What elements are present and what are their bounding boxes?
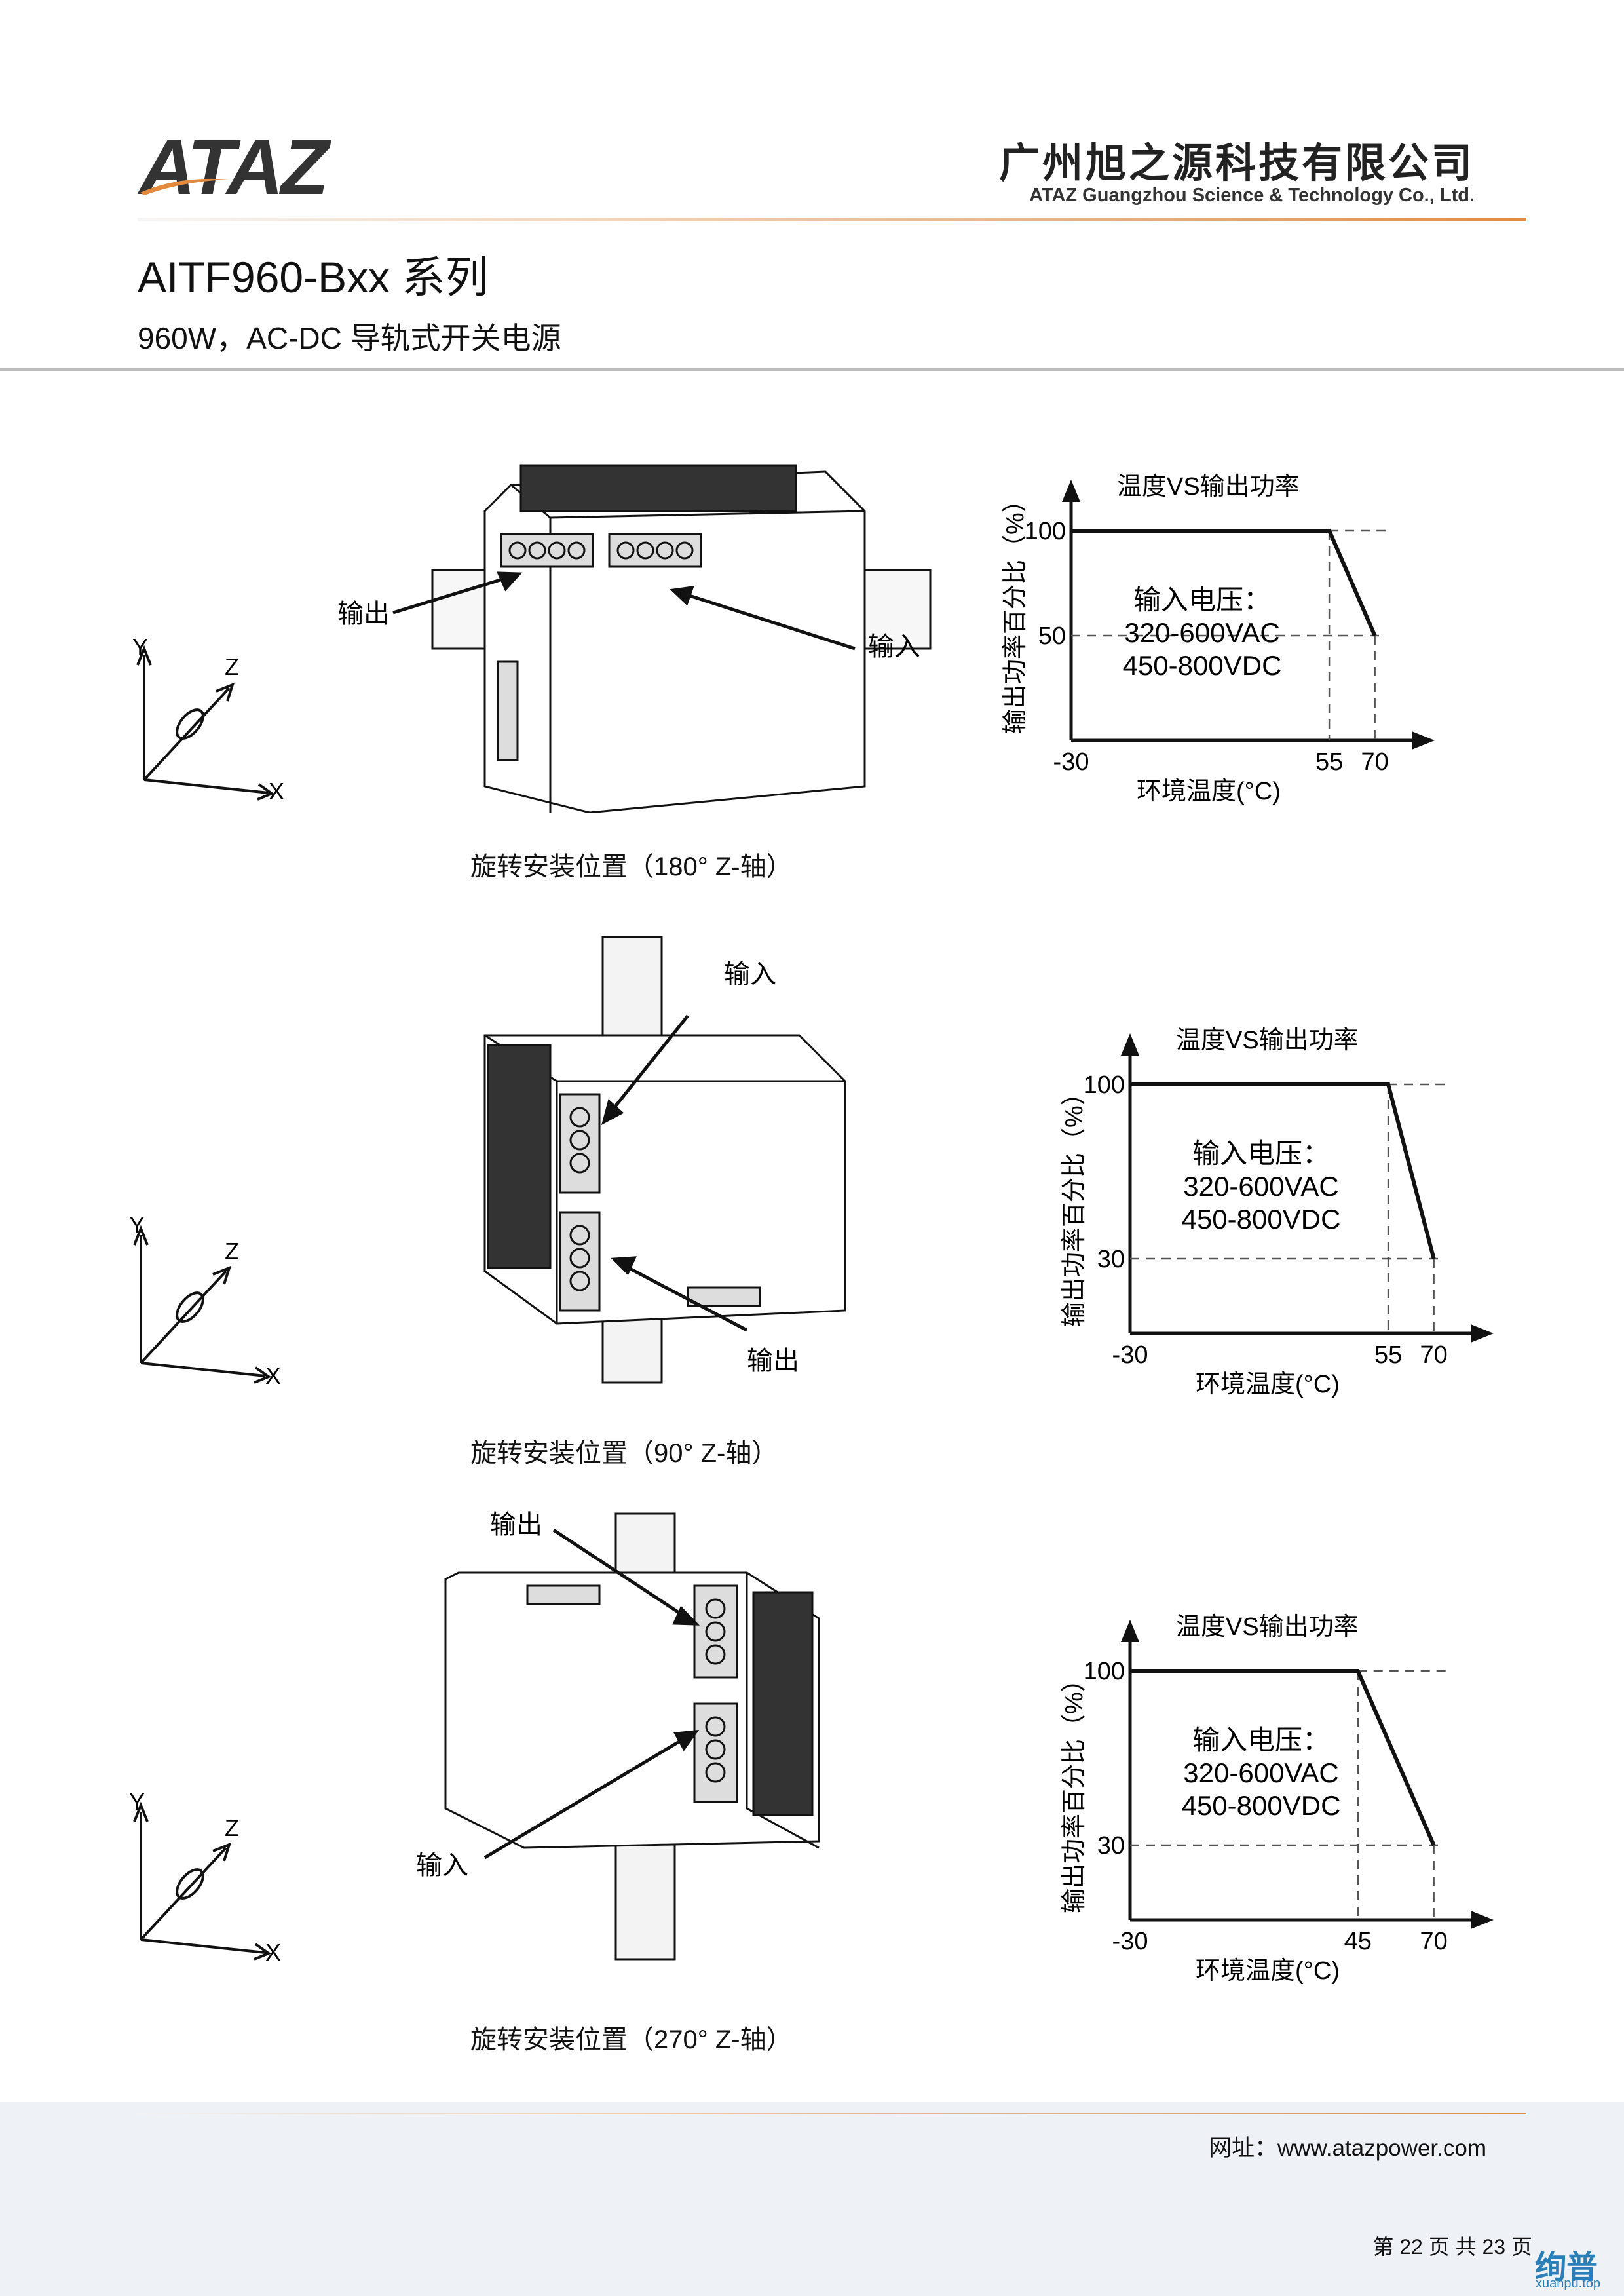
axis-triad-1: Y X Z: [132, 634, 284, 805]
x-tick-label: 70: [1420, 1341, 1447, 1369]
y-tick-label: 50: [1038, 622, 1066, 650]
y-axis-arrow-icon: [1062, 480, 1080, 502]
axis-y-label: Y: [132, 634, 148, 660]
x-tick-label: 70: [1361, 748, 1388, 776]
y-tick-label: 30: [1097, 1246, 1125, 1273]
axis-y-label: Y: [129, 1788, 145, 1815]
x-axis-arrow-icon: [1412, 731, 1435, 750]
x-axis-arrow-icon: [1471, 1324, 1494, 1343]
footer-band: [0, 2102, 1624, 2296]
axis-z-label: Z: [225, 1238, 239, 1265]
x-tick-label: -30: [1053, 748, 1089, 776]
annotation-line: 320-600VAC: [1183, 1757, 1338, 1788]
y-tick-label: 100: [1084, 1658, 1125, 1685]
product-subtitle: 960W，AC-DC 导轨式开关电源: [138, 321, 561, 355]
y-axis-arrow-icon: [1121, 1033, 1139, 1056]
axis-triad-3: Y X Z: [129, 1788, 281, 1966]
device-drawing-180: [431, 464, 932, 813]
io-arrows-1: 输出 输入: [337, 571, 920, 661]
x-tick-label: 70: [1420, 1928, 1447, 1955]
annotation-line: 320-600VAC: [1183, 1171, 1338, 1202]
logo-swoosh-icon: [140, 178, 229, 195]
series-title: AITF960-Bxx 系列: [138, 253, 489, 301]
derating-line: [1130, 1082, 1436, 1259]
axis-x-label: X: [265, 1939, 281, 1966]
annotation-line: 输入电压：: [1192, 1138, 1330, 1169]
chart-title: 温度VS输出功率: [1176, 1027, 1359, 1054]
x-tick-label: 45: [1344, 1928, 1372, 1955]
label-output: 输出: [337, 600, 390, 628]
annotation-line: 输入电压：: [1192, 1725, 1330, 1755]
axis-z-label: Z: [225, 1814, 239, 1841]
annotation-line: 输入电压：: [1133, 584, 1271, 615]
page-number: 第 22 页 共 23 页: [1372, 2235, 1532, 2259]
section-divider: [0, 368, 1624, 371]
x-axis-label: 环境温度(°C): [1137, 778, 1281, 805]
annotation-line: 450-800VDC: [1182, 1204, 1341, 1234]
caption-180: 旋转安装位置（180° Z-轴）: [470, 852, 793, 881]
label-output: 输出: [490, 1510, 542, 1539]
derating-line: [1071, 529, 1377, 637]
company-logo: ATAZ: [139, 123, 329, 211]
x-axis-arrow-icon: [1471, 1911, 1494, 1929]
y-axis-arrow-icon: [1121, 1620, 1139, 1642]
website-url[interactable]: 网址：www.atazpower.com: [1208, 2135, 1486, 2161]
company-name-cn: 广州旭之源科技有限公司: [998, 141, 1475, 186]
chart-title: 温度VS输出功率: [1117, 473, 1300, 501]
axis-z-label: Z: [225, 653, 239, 680]
y-tick-label: 100: [1084, 1071, 1125, 1099]
y-axis-label: 输出功率百分比（%）: [1061, 1667, 1088, 1913]
axis-x-label: X: [269, 778, 284, 805]
caption-90: 旋转安装位置（90° Z-轴）: [470, 1439, 778, 1468]
y-axis-label: 输出功率百分比（%）: [1061, 1081, 1088, 1327]
annotation-line: 450-800VDC: [1123, 650, 1282, 681]
y-axis-label: 输出功率百分比（%）: [1002, 488, 1029, 734]
label-output: 输出: [747, 1347, 799, 1375]
watermark-url: xuanpu.top: [1536, 2276, 1600, 2291]
y-tick-label: 30: [1097, 1832, 1125, 1860]
footer-divider: [138, 2113, 1526, 2114]
chart-title: 温度VS输出功率: [1176, 1613, 1359, 1641]
device-drawing-270: [444, 1512, 820, 1961]
x-axis-label: 环境温度(°C): [1196, 1371, 1340, 1398]
annotation-line: 320-600VAC: [1124, 617, 1279, 648]
label-input: 输入: [416, 1851, 468, 1880]
x-tick-label: 55: [1374, 1341, 1402, 1369]
annotation-line: 450-800VDC: [1182, 1790, 1341, 1821]
derating-line: [1130, 1669, 1436, 1846]
axis-x-label: X: [265, 1362, 281, 1389]
axis-triad-2: Y X Z: [129, 1212, 281, 1389]
x-axis-label: 环境温度(°C): [1196, 1957, 1340, 1985]
header-divider: [138, 218, 1526, 221]
x-tick-label: -30: [1112, 1341, 1148, 1369]
watermark: 绚普: [1534, 2250, 1598, 2285]
label-input: 输入: [724, 960, 776, 989]
io-arrows-3: 输出 输入: [416, 1510, 700, 1880]
device-drawing-90: [483, 936, 846, 1384]
caption-270: 旋转安装位置（270° Z-轴）: [470, 2025, 793, 2054]
label-input: 输入: [868, 632, 920, 661]
axis-y-label: Y: [129, 1212, 145, 1238]
y-tick-label: 100: [1025, 518, 1066, 545]
x-tick-label: 55: [1315, 748, 1343, 776]
io-arrows-2: 输入 输出: [601, 960, 799, 1375]
company-name-en: ATAZ Guangzhou Science & Technology Co.,…: [1029, 185, 1475, 206]
x-tick-label: -30: [1112, 1928, 1148, 1955]
